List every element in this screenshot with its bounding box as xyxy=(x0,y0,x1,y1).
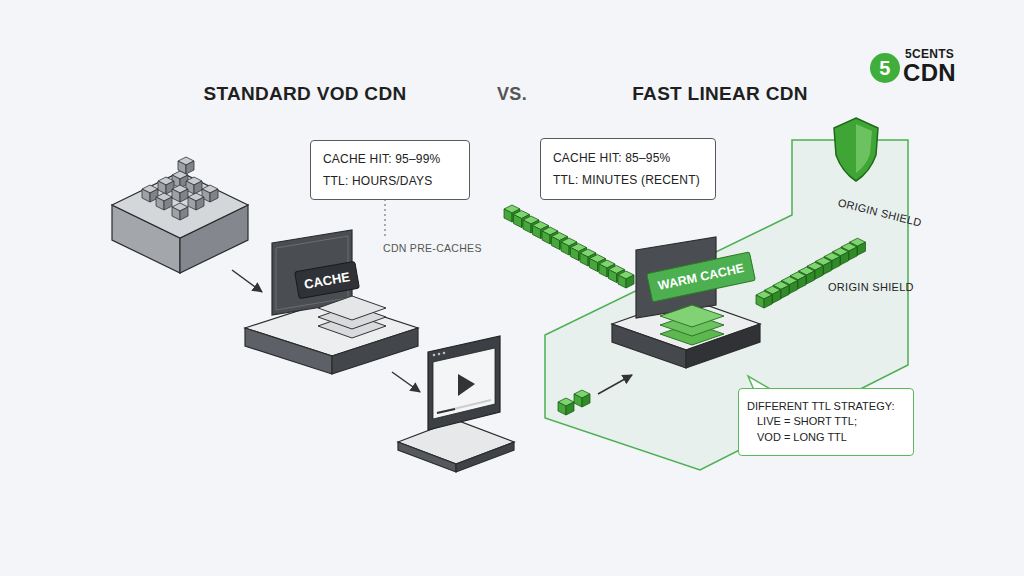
section-heading: STANDARD VOD CDN xyxy=(190,83,420,106)
video-player xyxy=(443,352,446,355)
origin-server-block xyxy=(112,157,248,273)
video-player xyxy=(456,442,514,472)
origin-server-block xyxy=(188,193,204,210)
tag-text: CACHE xyxy=(303,269,351,292)
cache-platform xyxy=(245,328,332,374)
video-player xyxy=(428,336,500,430)
note-callout: DIFFERENT TTL STRATEGY:LIVE = SHORT TTL;… xyxy=(738,388,914,456)
note-text: LIVE = SHORT TTL; xyxy=(747,414,905,429)
stat-text: CACHE HIT: 95–99% xyxy=(323,152,457,166)
video-player xyxy=(437,400,491,413)
origin-server-block xyxy=(172,185,188,202)
origin-server-block xyxy=(112,172,248,238)
warm-cache-platform xyxy=(660,305,724,327)
origin-shield-icon xyxy=(834,118,878,181)
cache-tag: CACHE xyxy=(294,261,360,299)
cache-platform xyxy=(318,296,386,320)
logo-badge xyxy=(870,53,900,83)
video-player xyxy=(437,409,455,413)
tag-text: WARM CACHE xyxy=(657,261,745,293)
stat-text: TTL: MINUTES (RECENT) xyxy=(553,173,703,187)
logo-badge xyxy=(870,53,900,83)
cache-tag: WARM CACHE xyxy=(646,251,756,302)
segment-chain xyxy=(618,271,634,288)
origin-shield-icon xyxy=(834,118,878,181)
incoming-segments xyxy=(558,375,632,415)
video-player xyxy=(398,420,514,464)
annotation: ORIGIN SHIELD xyxy=(828,281,918,294)
origin-shield-icon xyxy=(856,124,872,173)
flow-arrow xyxy=(392,372,420,392)
stat-text: TTL: HOURS/DAYS xyxy=(323,174,457,188)
incoming-segments xyxy=(574,390,590,407)
annotation: ORIGIN SHIELD xyxy=(836,196,927,231)
stat-text: CACHE HIT: 85–95% xyxy=(553,151,703,165)
incoming-segments xyxy=(598,375,632,394)
logo-text: CDN xyxy=(903,59,983,88)
warm-cache-platform xyxy=(612,237,760,368)
segment-chain xyxy=(756,291,772,308)
annotation: CDN PRE-CACHES xyxy=(383,242,493,255)
flow-arrow xyxy=(232,270,262,292)
video-player xyxy=(433,348,495,419)
segment-chain xyxy=(756,238,866,308)
section-heading: FAST LINEAR CDN xyxy=(605,83,835,106)
note-text: VOD = LONG TTL xyxy=(747,430,905,445)
logo-mark: 5 xyxy=(870,56,900,80)
incoming-segments xyxy=(558,398,574,415)
note-text: DIFFERENT TTL STRATEGY: xyxy=(747,399,905,414)
versus-label: VS. xyxy=(480,84,544,106)
stat-box: CACHE HIT: 95–99% TTL: HOURS/DAYS xyxy=(310,140,470,200)
origin-server-block xyxy=(172,203,188,220)
video-player xyxy=(438,353,441,356)
video-player xyxy=(433,354,436,357)
video-player xyxy=(398,442,456,472)
flow-arrow xyxy=(392,372,420,392)
video-player xyxy=(458,374,475,396)
flow-arrow xyxy=(232,270,262,292)
video-player xyxy=(398,336,514,472)
segment-chain xyxy=(504,205,634,288)
stat-box: CACHE HIT: 85–95% TTL: MINUTES (RECENT) xyxy=(540,138,716,200)
origin-server-block xyxy=(156,193,172,210)
